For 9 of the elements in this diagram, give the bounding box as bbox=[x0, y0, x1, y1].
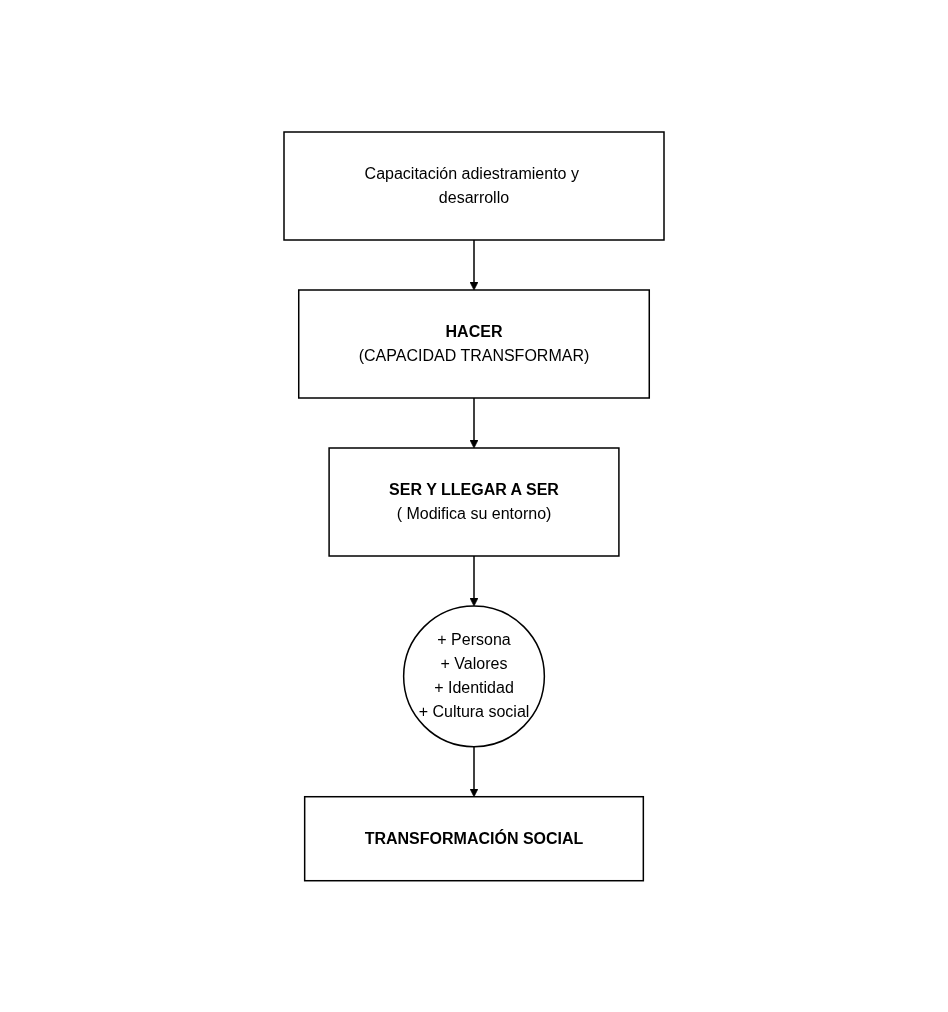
arrow bbox=[469, 554, 479, 607]
arrow bbox=[469, 745, 479, 797]
node-circle: + Persona + Valores + Identidad + Cultura social bbox=[402, 604, 546, 748]
node-box: TRANSFORMACIÓN SOCIAL bbox=[303, 795, 645, 882]
arrow bbox=[469, 396, 479, 449]
arrow bbox=[469, 238, 479, 291]
node-box: HACER (CAPACIDAD TRANSFORMAR) bbox=[298, 288, 650, 399]
node-box: Capacitación adiestramiento y desarrollo bbox=[283, 130, 665, 241]
node-box: SER Y LLEGAR A SER ( Modifica su entorno) bbox=[328, 446, 620, 557]
